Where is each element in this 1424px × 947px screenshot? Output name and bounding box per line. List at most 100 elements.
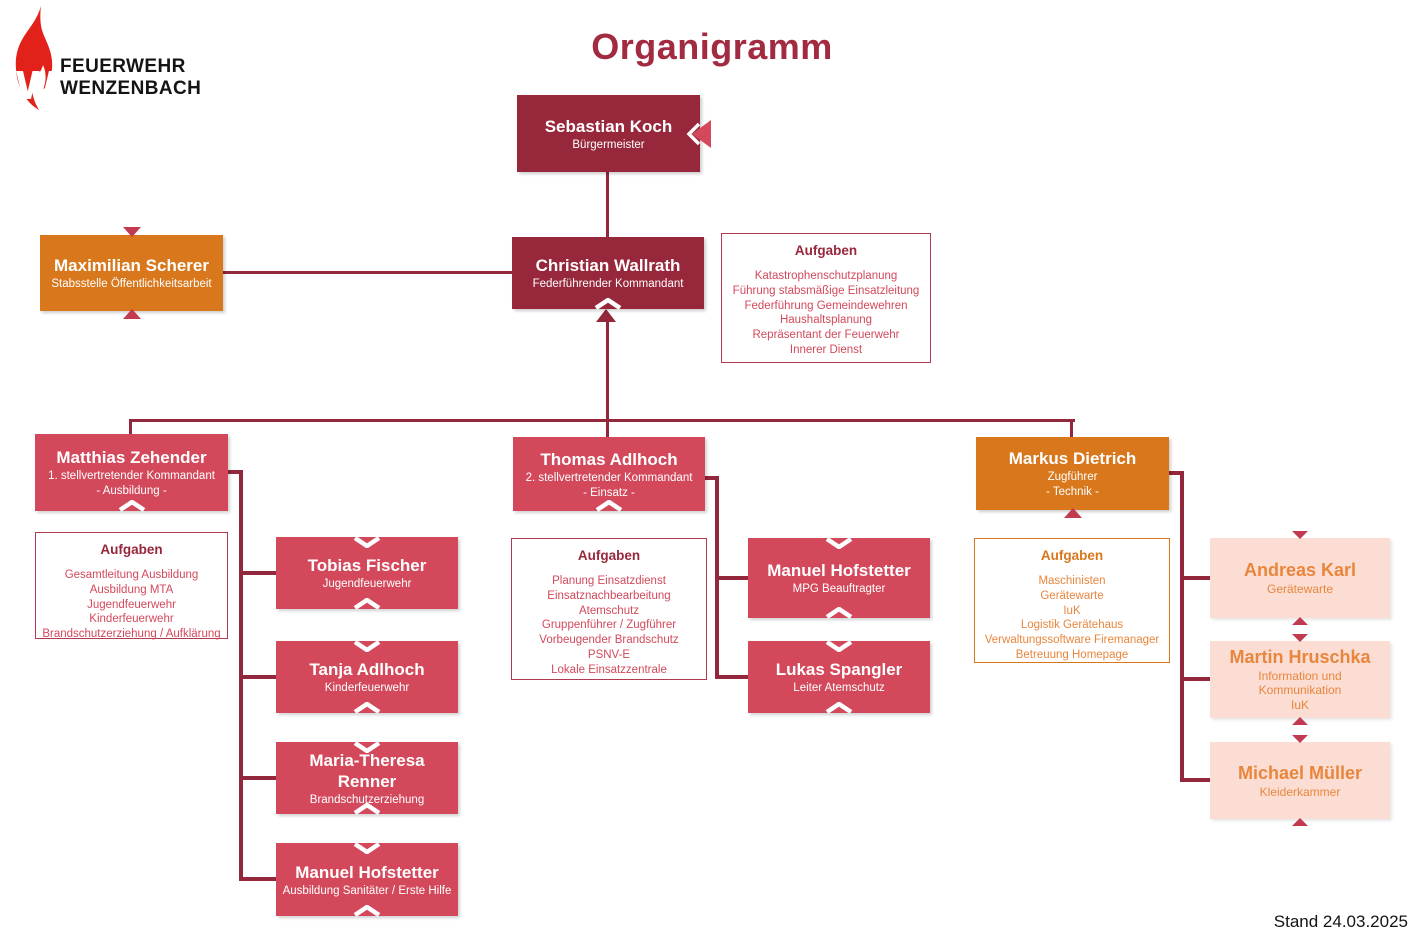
node-michael-mueller: Michael Müller Kleiderkammer [1210,735,1390,826]
connector-drop-adlhoch [606,419,609,438]
person-name: Christian Wallrath [535,256,681,275]
person-name: Maximilian Scherer [54,256,209,275]
aufgaben-item: Maschinisten [1038,575,1106,587]
person-name: Michael Müller [1237,762,1363,783]
aufgaben-item: Repräsentant der Feuerwehr [752,329,900,342]
connector-zehender-stub [228,470,243,474]
connector-to-renner [239,776,276,780]
node-thomas-adlhoch: Thomas Adlhoch 2. stellvertretender Komm… [513,437,705,512]
triangle-down-icon [1292,735,1308,743]
logo-text-line2: WENZENBACH [60,78,202,99]
person-role: Information und Kommunikation [1258,669,1342,697]
chevron-down-icon [353,842,381,854]
person-name: Martin Hruschka [1229,647,1371,667]
aufgaben-box-dietrich: Aufgaben Maschinisten Gerätewarte IuK Lo… [974,538,1170,663]
connector-to-hofstetter-mpg [715,576,748,580]
chevron-up-icon [353,803,381,815]
node-tanja-adlhoch: Tanja Adlhoch Kinderfeuerwehr [276,640,458,714]
logo: W FEUERWEHR WENZENBACH [14,6,314,116]
aufgaben-item: Einsatznachbearbeitung [547,589,671,602]
node-sebastian-koch: Sebastian Koch Bürgermeister [517,95,711,172]
person-name: Thomas Adlhoch [540,449,678,469]
person-role2: - Technik - [1046,486,1099,498]
person-role: MPG Beauftragter [792,583,886,595]
aufgaben-item: IuK [1063,604,1081,617]
node-maximilian-scherer: Maximilian Scherer Stabsstelle Öffentlic… [40,227,223,319]
aufgaben-item: Innerer Dienst [789,343,863,356]
triangle-up-icon [122,309,141,319]
arrow-left-icon [686,119,711,148]
aufgaben-box-zehender: Aufgaben Gesamtleitung Ausbildung Ausbil… [35,532,228,640]
aufgaben-item: Logistik Gerätehaus [1020,619,1124,632]
connector-to-hofstetter-ausbildung [239,877,276,881]
person-role: 1. stellvertretender Kommandant [48,470,215,482]
person-name: Tanja Adlhoch [309,660,425,679]
person-role: 2. stellvertretender Kommandant [525,471,693,484]
aufgaben-item: PSNV-E [587,648,631,661]
node-martin-hruschka: Martin Hruschka Information und Kommunik… [1210,634,1390,725]
person-name: Manuel Hofstetter [295,862,439,882]
person-role: Kinderfeuerwehr [324,682,410,694]
person-role: Jugendfeuerwehr [322,578,412,590]
person-role: Bürgermeister [572,138,645,151]
node-manuel-hofstetter-ausbildung: Manuel Hofstetter Ausbildung Sanitäter /… [276,842,458,917]
person-name: Tobias Fischer [307,556,427,575]
person-role: Leiter Atemschutz [793,682,885,694]
person-role2: - Einsatz - [583,486,635,499]
arrow-up-icon [596,309,616,322]
person-role: Federführender Kommandant [532,278,684,290]
footer-stand: Stand 24.03.2025 [1273,912,1408,931]
aufgaben-item: Ausbildung MTA [89,583,174,596]
aufgaben-box-adlhoch: Aufgaben Planung Einsatzdienst Einsatzna… [511,538,707,680]
node-lukas-spangler: Lukas Spangler Leiter Atemschutz [748,640,930,714]
connector-drop-zehender [129,419,132,435]
node-christian-wallrath: Christian Wallrath Federführender Komman… [512,237,704,310]
node-manuel-hofstetter-mpg: Manuel Hofstetter MPG Beauftragter [748,537,930,619]
aufgaben-title: Aufgaben [100,542,163,557]
aufgaben-title: Aufgaben [577,548,641,563]
connector-to-fischer [239,571,276,575]
aufgaben-item: Planung Einsatzdienst [552,575,666,587]
node-markus-dietrich: Markus Dietrich Zugführer - Technik - [976,437,1169,518]
chevron-down-icon [353,640,381,652]
aufgaben-item: Kinderfeuerwehr [89,613,174,626]
person-name: Sebastian Koch [544,116,673,136]
person-role: Gerätewarte [1266,582,1334,596]
chevron-up-icon [118,500,145,512]
chevron-up-icon [595,500,623,512]
chevron-up-icon [825,702,853,714]
connector-to-spangler [715,675,748,679]
svg-text:W: W [15,64,54,108]
chevron-down-icon [825,640,853,652]
logo-text: FEUERWEHR WENZENBACH [60,56,201,100]
aufgaben-item: Verwaltungssoftware Firemanager [984,634,1160,647]
aufgaben-item: Betreuung Homepage [1015,648,1129,661]
aufgaben-item: Gruppenführer / Zugführer [541,619,677,632]
aufgaben-item: Katastrophenschutzplanung [754,270,898,282]
node-matthias-zehender: Matthias Zehender 1. stellvertretender K… [35,434,228,512]
connector-adlhoch-stub [705,476,719,480]
aufgaben-item: Haushaltsplanung [779,314,873,327]
person-role: Kleiderkammer [1259,784,1341,799]
chevron-down-icon [353,536,381,548]
aufgaben-item: Federführung Gemeindewehren [744,299,908,312]
node-tobias-fischer: Tobias Fischer Jugendfeuerwehr [276,536,458,610]
node-andreas-karl: Andreas Karl Gerätewarte [1210,531,1390,625]
person-name: Maria-Theresa Renner [309,750,425,791]
person-name: Markus Dietrich [1008,449,1137,468]
flame-icon: W [15,6,57,110]
person-role2: - Ausbildung - [96,485,167,497]
aufgaben-item: Führung stabsmäßige Einsatzleitung [732,284,920,297]
aufgaben-item: Jugendfeuerwehr [87,598,176,611]
connector-to-karl [1180,576,1210,580]
person-name: Andreas Karl [1243,560,1357,580]
chevron-up-icon [353,598,381,610]
triangle-down-icon [1292,531,1308,539]
person-role: Brandschutzerziehung [309,793,425,806]
triangle-up-icon [1292,717,1308,725]
person-role: Stabsstelle Öffentlichkeitsarbeit [51,278,212,290]
connector-koch-wallrath [606,172,609,238]
triangle-down-icon [1292,634,1308,642]
connector-drop-dietrich [1070,419,1073,438]
